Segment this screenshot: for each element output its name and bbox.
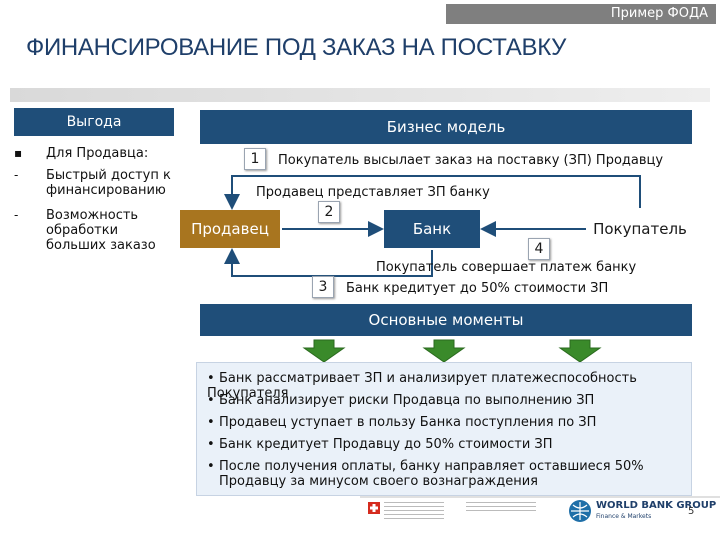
key-points-header: Основные моменты xyxy=(200,304,692,336)
step-text-4: Покупатель совершает платеж банку xyxy=(376,260,637,275)
arrow-step-1 xyxy=(224,175,641,210)
world-bank-logo-text: WORLD BANK GROUP xyxy=(596,500,717,511)
down-arrow-right xyxy=(558,339,602,363)
page-title: ФИНАНСИРОВАНИЕ ПОД ЗАКАЗ НА ПОСТАВКУ xyxy=(26,34,567,61)
step-number-4: 4 xyxy=(528,238,550,260)
step-number-2: 2 xyxy=(318,201,340,223)
key-point-item: •Банк кредитует Продавцу до 50% стоимост… xyxy=(207,437,553,452)
partner-text-logo xyxy=(466,502,536,514)
dash-marker: - xyxy=(14,208,19,222)
title-divider xyxy=(10,88,710,102)
benefits-list: ▪ Для Продавца: - Быстрый доступ к финан… xyxy=(12,136,176,256)
seller-node: Продавец xyxy=(180,210,280,248)
step-text-3: Банк кредитует до 50% стоимости ЗП xyxy=(346,281,609,296)
step-text-1: Покупатель высылает заказ на поставку (З… xyxy=(278,153,664,168)
benefit-text: Возможность обработки больших заказо xyxy=(46,208,156,253)
bank-node: Банк xyxy=(384,210,480,248)
bullet-marker: ▪ xyxy=(14,146,23,160)
step-text-2: Продавец представляет ЗП банку xyxy=(256,185,490,200)
swiss-partner-text-logo xyxy=(384,502,444,522)
down-arrow-middle xyxy=(422,339,466,363)
world-bank-logo-subtext: Finance & Markets xyxy=(596,513,652,520)
dash-marker: - xyxy=(14,168,19,182)
benefit-text: Быстрый доступ к финансированию xyxy=(46,168,171,198)
key-point-item: •Продавец уступает в пользу Банка поступ… xyxy=(207,415,597,430)
key-points-list: •Банк рассматривает ЗП и анализирует пла… xyxy=(196,362,692,496)
business-model-header: Бизнес модель xyxy=(200,110,692,144)
benefit-text: Для Продавца: xyxy=(46,146,149,161)
step-number-1: 1 xyxy=(244,148,266,170)
page-number: 5 xyxy=(688,506,695,517)
step-number-3: 3 xyxy=(312,276,334,298)
key-point-item: •Банк рассматривает ЗП и анализирует пла… xyxy=(207,371,637,401)
example-tag: Пример ФОДА xyxy=(446,4,716,24)
key-point-item: •Банк анализирует риски Продавца по выпо… xyxy=(207,393,595,408)
footer-divider xyxy=(360,496,720,498)
down-arrow-left xyxy=(302,339,346,363)
buyer-node: Покупатель xyxy=(588,210,692,248)
benefits-header: Выгода xyxy=(14,108,174,136)
key-point-item: •После получения оплаты, банку направляе… xyxy=(207,459,644,489)
